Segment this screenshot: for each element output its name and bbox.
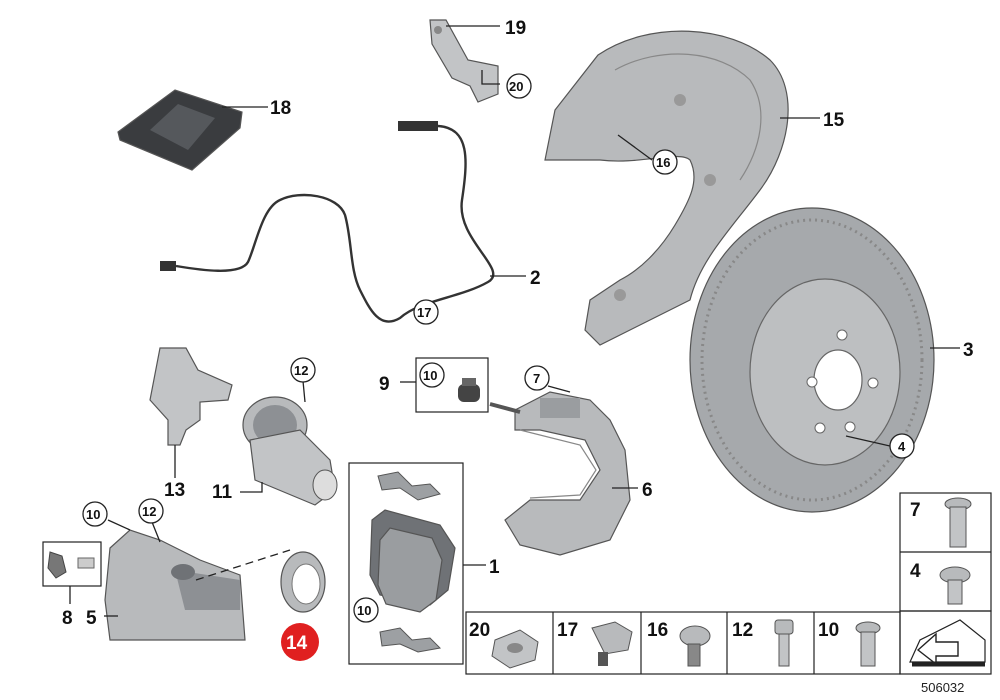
circle-callout-10-caliper: [82, 501, 108, 527]
callout-12-top-circle[interactable]: 12: [294, 363, 308, 378]
part-3-brake-disc[interactable]: [689, 207, 935, 513]
circle-callout-10-box: [419, 362, 445, 388]
circle-callout-20: [506, 73, 532, 99]
part-6-caliper-carrier[interactable]: [489, 391, 631, 556]
callout-11[interactable]: 11: [212, 482, 233, 503]
side-legend-label-7: 7: [910, 500, 921, 521]
circle-callout-4: [889, 433, 915, 459]
leader-4: [845, 435, 891, 447]
part-1-brake-pads[interactable]: [369, 471, 456, 653]
dashed-leader-14: [195, 549, 291, 581]
part-9-bushing[interactable]: [458, 378, 480, 402]
leader-16: [617, 134, 653, 161]
part-11-motor[interactable]: [242, 396, 338, 506]
leader-10-caliper: [107, 519, 131, 531]
callout-15[interactable]: 15: [823, 110, 845, 131]
part-2-sensor-cable[interactable]: [160, 121, 495, 323]
callout-7-circle[interactable]: 7: [533, 371, 540, 386]
callout-14-highlight: 14: [286, 633, 308, 654]
circle-callout-12-top: [290, 357, 316, 383]
leader-7: [547, 385, 571, 393]
group-box-9: [415, 357, 489, 413]
callout-16-circle[interactable]: 16: [656, 155, 670, 170]
legend-label-12: 12: [732, 620, 753, 641]
callout-10-pads-circle[interactable]: 10: [357, 603, 371, 618]
group-box-1: [348, 462, 464, 665]
part-5-caliper[interactable]: [104, 529, 246, 641]
callout-6[interactable]: 6: [642, 480, 653, 501]
side-legend-cell-7[interactable]: 7: [910, 497, 972, 548]
highlight-badge-14[interactable]: [281, 623, 319, 661]
part-18-sheet[interactable]: [117, 89, 243, 171]
circle-callout-17: [413, 299, 439, 325]
legend-label-17: 17: [557, 620, 578, 641]
callout-9[interactable]: 9: [379, 374, 390, 395]
callout-3[interactable]: 3: [963, 340, 974, 361]
callout-1[interactable]: 1: [489, 557, 500, 578]
callout-19[interactable]: 19: [505, 18, 526, 39]
legend-label-10: 10: [818, 620, 839, 641]
callout-10-caliper-circle[interactable]: 10: [86, 507, 100, 522]
part-8-guide-pin[interactable]: [47, 551, 95, 579]
circle-callout-16: [652, 149, 678, 175]
orientation-arrow-cell: [899, 610, 992, 675]
callout-12-caliper-circle[interactable]: 12: [142, 504, 156, 519]
callout-17-circle[interactable]: 17: [417, 305, 431, 320]
legend-label-16: 16: [647, 620, 668, 641]
part-14-seal-ring[interactable]: [280, 551, 326, 613]
legend-label-20: 20: [469, 620, 490, 641]
part-19-bracket[interactable]: [429, 19, 499, 103]
group-box-8: [42, 541, 102, 587]
callout-18[interactable]: 18: [270, 98, 291, 119]
leader-12-top: [302, 380, 306, 403]
part-13-bracket[interactable]: [149, 347, 233, 446]
callout-10-box-circle[interactable]: 10: [423, 368, 437, 383]
callout-2[interactable]: 2: [530, 268, 541, 289]
diagram-id: 506032: [921, 680, 964, 695]
callout-20-circle[interactable]: 20: [509, 79, 523, 94]
legend-cell-16[interactable]: 16: [647, 620, 711, 667]
leader-12-caliper: [151, 521, 161, 543]
legend-cell-17[interactable]: 17: [557, 620, 633, 666]
circle-callout-10-pads: [353, 597, 379, 623]
callout-5[interactable]: 5: [86, 608, 97, 629]
part-15-dust-shield[interactable]: [544, 30, 789, 346]
legend-cell-10[interactable]: 10: [818, 620, 881, 667]
legend-cell-12[interactable]: 12: [732, 619, 794, 667]
side-legend-cell-4[interactable]: 4: [910, 561, 971, 605]
callout-13[interactable]: 13: [164, 480, 185, 501]
callout-8[interactable]: 8: [62, 608, 73, 629]
circle-callout-12-caliper: [138, 498, 164, 524]
circle-callout-7: [524, 365, 550, 391]
leader-20: [481, 70, 500, 85]
leader-11: [240, 482, 263, 493]
legend-cell-20[interactable]: 20: [469, 620, 539, 669]
side-legend-label-4: 4: [910, 561, 921, 582]
callout-4-circle[interactable]: 4: [898, 439, 906, 454]
